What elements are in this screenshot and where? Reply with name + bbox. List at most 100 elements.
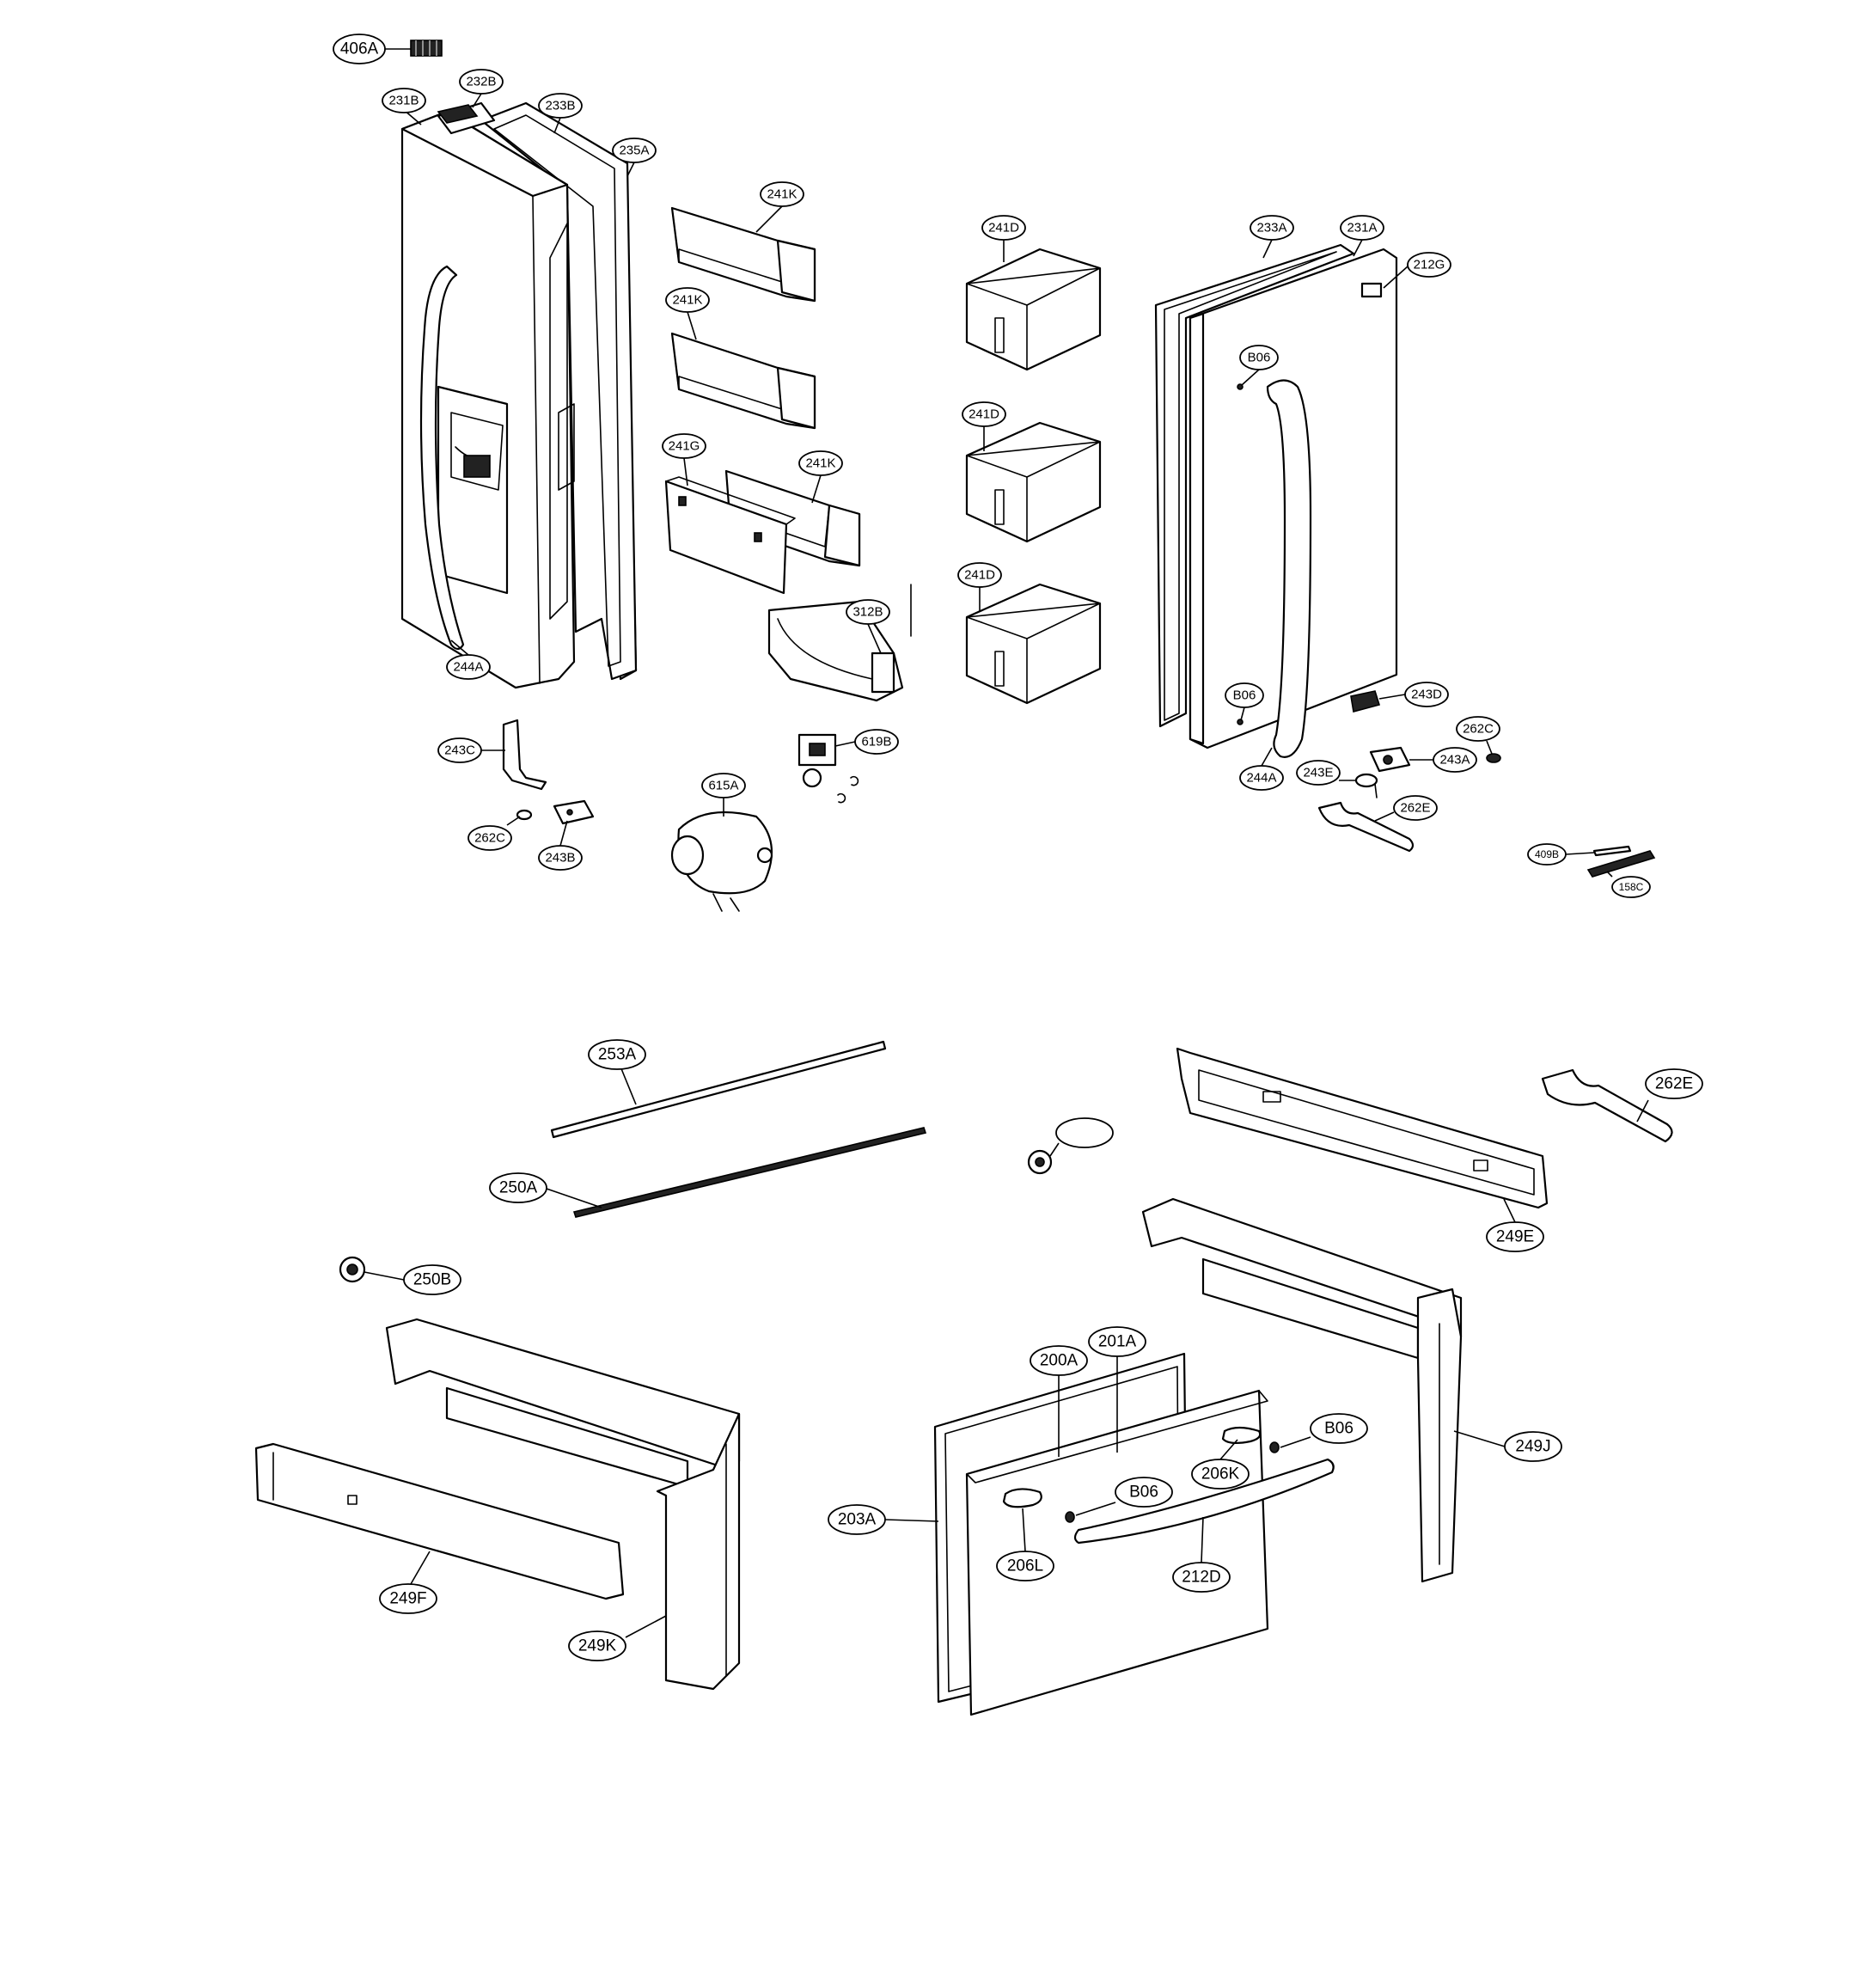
callout-615A: 615A xyxy=(701,773,746,817)
callout-241K-3-label: 241K xyxy=(805,456,835,471)
callout-232B-label: 232B xyxy=(466,75,496,89)
part-unlabeled-gear xyxy=(1027,1149,1053,1175)
callout-241D-1: 241D xyxy=(981,215,1026,262)
callout-406A-label: 406A xyxy=(340,40,379,58)
part-253A-rail xyxy=(550,1040,887,1139)
callout-253A: 253A xyxy=(588,1039,646,1105)
callout-253A-label: 253A xyxy=(598,1046,637,1064)
callout-249K-label: 249K xyxy=(578,1637,617,1655)
callout-243A: 243A xyxy=(1409,747,1477,773)
callout-249F-label: 249F xyxy=(389,1590,426,1608)
callout-241D-1-label: 241D xyxy=(988,221,1019,236)
callout-262E-small: 262E xyxy=(1374,795,1438,822)
part-406A-clip xyxy=(410,40,443,57)
callout-619B-label: 619B xyxy=(861,735,891,749)
part-249K-drawer-frame-left xyxy=(385,1318,741,1691)
callout-243C: 243C xyxy=(437,737,505,763)
callout-241D-3-label: 241D xyxy=(964,568,995,583)
callout-212G: 212G xyxy=(1383,252,1451,289)
callout-312B: 312B xyxy=(846,599,890,654)
part-241G-bin-divider xyxy=(664,476,796,595)
part-206L-handle-cap xyxy=(1002,1488,1075,1523)
callout-262E-small-label: 262E xyxy=(1400,801,1430,816)
callout-158C-label: 158C xyxy=(1619,881,1644,893)
part-243B-hinge xyxy=(553,799,595,825)
callout-249E-label: 249E xyxy=(1496,1228,1534,1246)
part-241D-door-bin-2 xyxy=(965,421,1102,543)
callout-243D: 243D xyxy=(1378,682,1449,707)
callout-235A-label: 235A xyxy=(619,144,649,158)
part-241K-door-bin-2 xyxy=(670,332,816,430)
callout-200A-label: 200A xyxy=(1040,1352,1079,1370)
part-232B-hinge-cover xyxy=(437,104,479,124)
part-212D-drawer-handle xyxy=(1073,1458,1335,1545)
callout-243E-label: 243E xyxy=(1303,766,1333,780)
callout-201A-label: 201A xyxy=(1098,1333,1137,1351)
callout-262C-left-label: 262C xyxy=(474,831,505,846)
callout-241D-2-label: 241D xyxy=(969,407,999,422)
callout-B06-drawer-right-label: B06 xyxy=(1324,1420,1354,1438)
callout-B06-drawer-center: B06 xyxy=(1075,1477,1173,1516)
callout-250B-label: 250B xyxy=(413,1271,451,1289)
callout-262E-large-label: 262E xyxy=(1655,1075,1693,1093)
callout-249K: 249K xyxy=(568,1615,667,1661)
callout-241G: 241G xyxy=(662,433,706,486)
part-243D-hinge-cap xyxy=(1350,690,1381,713)
callout-B06-upper-label: B06 xyxy=(1248,351,1271,365)
callout-212D-label: 212D xyxy=(1182,1569,1220,1587)
callout-231A-label: 231A xyxy=(1347,221,1377,236)
callout-243A-label: 243A xyxy=(1439,753,1470,768)
callout-233B: 233B xyxy=(538,93,583,134)
callout-241K-3: 241K xyxy=(798,450,843,504)
callout-262E-large: 262E xyxy=(1636,1068,1703,1123)
callout-312B-label: 312B xyxy=(852,605,883,620)
callout-200A: 200A xyxy=(1030,1345,1088,1457)
part-262C-washer-left xyxy=(516,809,533,821)
callout-233A-label: 233A xyxy=(1256,221,1286,236)
callout-409B-label: 409B xyxy=(1535,848,1559,860)
callout-231B-label: 231B xyxy=(388,94,419,108)
part-262E-wrench-small xyxy=(1317,801,1415,853)
callout-212G-label: 212G xyxy=(1414,258,1445,272)
callout-B06-upper: B06 xyxy=(1239,345,1279,386)
callout-243B: 243B xyxy=(538,820,583,871)
callout-231A: 231A xyxy=(1340,215,1384,257)
part-231B-left-door xyxy=(400,101,576,689)
callout-241K-1: 241K xyxy=(755,181,804,233)
callout-250B: 250B xyxy=(364,1264,461,1295)
callout-241K-2: 241K xyxy=(665,287,710,340)
callout-206L: 206L xyxy=(996,1508,1054,1581)
callout-615A-label: 615A xyxy=(708,779,738,793)
part-233A-door-gasket xyxy=(1154,243,1355,728)
callout-233B-label: 233B xyxy=(545,99,575,113)
callout-249F: 249F xyxy=(379,1551,437,1614)
callout-206K-label: 206K xyxy=(1201,1465,1240,1484)
part-409B-strip xyxy=(1592,845,1632,857)
callout-233A: 233A xyxy=(1250,215,1294,259)
part-312B-dairy-bin xyxy=(767,584,912,702)
callout-206K: 206K xyxy=(1191,1439,1250,1490)
callout-241G-label: 241G xyxy=(669,439,700,454)
callout-243B-label: 243B xyxy=(545,851,575,866)
part-241D-door-bin-1 xyxy=(965,248,1102,371)
callout-241K-2-label: 241K xyxy=(672,293,702,308)
part-243C-hinge-bracket xyxy=(502,719,547,791)
callout-619B: 619B xyxy=(834,729,899,755)
part-206K-handle-cap xyxy=(1221,1426,1280,1453)
part-249E-slide-rail xyxy=(1176,1047,1549,1209)
callout-244A-right: 244A xyxy=(1239,747,1284,791)
callout-262C-right: 262C xyxy=(1456,716,1500,755)
callout-244A-left-label: 244A xyxy=(453,660,483,675)
part-243E-hinge-pin xyxy=(1354,773,1378,798)
callout-262C-left: 262C xyxy=(467,816,521,851)
callout-unlabeled-gear xyxy=(1049,1117,1114,1157)
part-241K-door-bin-1 xyxy=(670,206,816,303)
callout-241D-3: 241D xyxy=(957,562,1002,612)
part-249F-slide-rail-left xyxy=(254,1442,625,1600)
part-158C-strip xyxy=(1586,850,1656,878)
callout-232B: 232B xyxy=(459,69,504,108)
part-262C-washer-right xyxy=(1486,753,1501,763)
part-231A-right-door xyxy=(1189,248,1398,758)
callout-249J-label: 249J xyxy=(1515,1438,1550,1456)
part-615A-water-filter xyxy=(670,811,773,912)
